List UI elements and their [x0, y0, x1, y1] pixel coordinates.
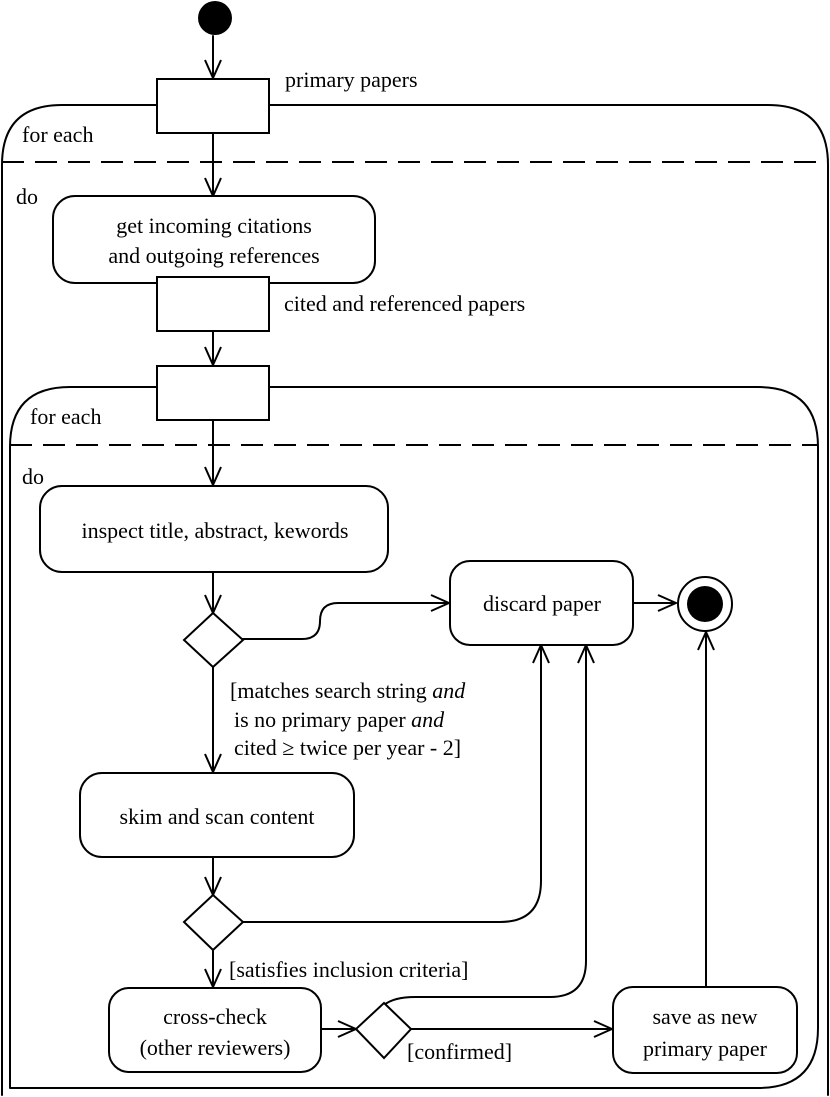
inner-for-each-label: for each: [30, 404, 101, 429]
discard-paper-action: [449, 560, 634, 646]
skim-scan-action: [79, 772, 355, 858]
crosscheck-line1: cross-check: [163, 1004, 267, 1029]
control-flows: [204, 35, 715, 1038]
final-node: [677, 576, 733, 632]
crosscheck-action: [108, 987, 322, 1073]
skim-scan-label: skim and scan content: [120, 804, 315, 829]
inspect-label: inspect title, abstract, kewords: [82, 518, 349, 543]
primary-papers-label: primary papers: [285, 67, 418, 92]
decision-node-confirmed: [354, 1001, 413, 1060]
svg-text:[matches search string and: [matches search string and: [230, 678, 466, 703]
inspect-action: [39, 485, 389, 573]
svg-text:is no primary paper and: is no primary paper and: [234, 707, 445, 732]
inner-input-pin: [156, 365, 270, 421]
outer-for-each-label: for each: [22, 122, 93, 147]
save-primary-line2: primary paper: [643, 1036, 768, 1061]
guard-match-and1: and: [432, 678, 466, 703]
get-references-line1: get incoming citations: [116, 213, 312, 238]
cited-referenced-label: cited and referenced papers: [284, 291, 525, 316]
save-primary-line1: save as new: [652, 1004, 757, 1029]
crosscheck-line2: (other reviewers): [140, 1035, 291, 1060]
flow-decision-to-discard: [241, 594, 450, 640]
primary-papers-pin: [156, 78, 270, 134]
get-references-line2: and outgoing references: [108, 243, 319, 268]
cited-referenced-pin: [156, 276, 270, 332]
inner-do-label: do: [22, 464, 44, 489]
get-references-action: [52, 195, 376, 284]
inner-expansion-region: for each do: [9, 386, 819, 1089]
flow-decision2-to-discard: [241, 644, 550, 923]
initial-node: [198, 1, 232, 35]
decision-node-inclusion: [182, 893, 245, 952]
guard-inclusion-label: [satisfies inclusion criteria]: [229, 957, 468, 982]
flow-decision3-to-discard: [383, 644, 595, 1006]
guard-match-line1: [matches search string: [230, 678, 432, 703]
save-primary-action: [612, 986, 798, 1074]
outer-do-label: do: [16, 184, 38, 209]
outer-expansion-region: for each do: [1, 104, 829, 1096]
decision-node-match: [182, 611, 245, 669]
guard-match-search: [matches search string and is no primary…: [230, 678, 466, 760]
guard-match-line3: cited ≥ twice per year - 2]: [234, 735, 461, 760]
guard-match-line2: is no primary paper: [234, 707, 411, 732]
discard-paper-label: discard paper: [483, 591, 602, 616]
guard-match-and2: and: [411, 707, 445, 732]
guard-confirmed-label: [confirmed]: [407, 1039, 512, 1064]
